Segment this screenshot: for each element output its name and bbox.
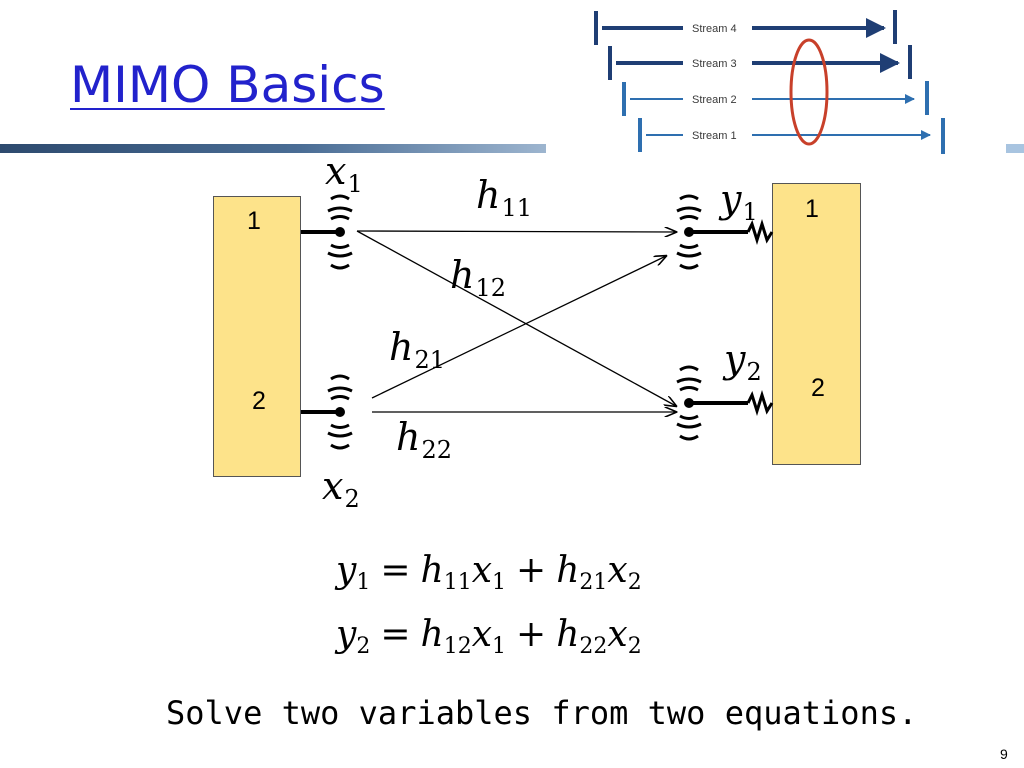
tx-port-2-label: 2 [252, 387, 266, 415]
channel-label-h12: h12 [450, 253, 507, 302]
channel-h11-arrow [356, 231, 676, 232]
title-divider [0, 144, 546, 153]
equation-y1: y1=h11x1+h21x2 [336, 550, 642, 595]
title-divider-accent [1006, 144, 1024, 153]
slide-title: MIMO Basics [70, 56, 385, 114]
stream-3-label: Stream 3 [692, 58, 737, 70]
stream-1: Stream 1 [638, 118, 945, 154]
transmitter-box: 1 2 [213, 196, 301, 477]
stream-highlight-ellipse [789, 38, 829, 146]
rx-antenna-1-icon [676, 194, 774, 270]
channel-h12-arrow [356, 230, 676, 406]
tx-antenna-2-icon [301, 374, 353, 450]
receiver-box: 1 2 [772, 183, 861, 465]
page-number: 9 [1000, 746, 1008, 762]
rx-port-2-label: 2 [811, 374, 825, 402]
tx-port-1-label: 1 [247, 207, 261, 235]
tx-label-x1: x1 [325, 149, 363, 198]
channel-label-h21: h21 [389, 325, 446, 374]
stream-2-label: Stream 2 [692, 94, 737, 106]
tx-label-x2: x2 [322, 464, 360, 513]
rx-label-y2: y2 [724, 337, 762, 386]
rx-port-1-label: 1 [805, 195, 819, 223]
stream-2: Stream 2 [622, 81, 929, 116]
rx-antenna-2-icon [676, 365, 774, 441]
rx-label-y1: y1 [720, 177, 758, 226]
channel-label-h22: h22 [396, 415, 453, 464]
stream-4-label: Stream 4 [692, 23, 737, 35]
tx-antenna-1-icon [301, 194, 353, 270]
caption-text: Solve two variables from two equations. [166, 694, 918, 732]
equation-y2: y2=h12x1+h22x2 [336, 614, 642, 659]
channel-label-h11: h11 [476, 173, 533, 222]
stream-1-label: Stream 1 [692, 130, 737, 142]
stream-4: Stream 4 [594, 10, 897, 45]
channel-h21-arrow [371, 256, 666, 399]
